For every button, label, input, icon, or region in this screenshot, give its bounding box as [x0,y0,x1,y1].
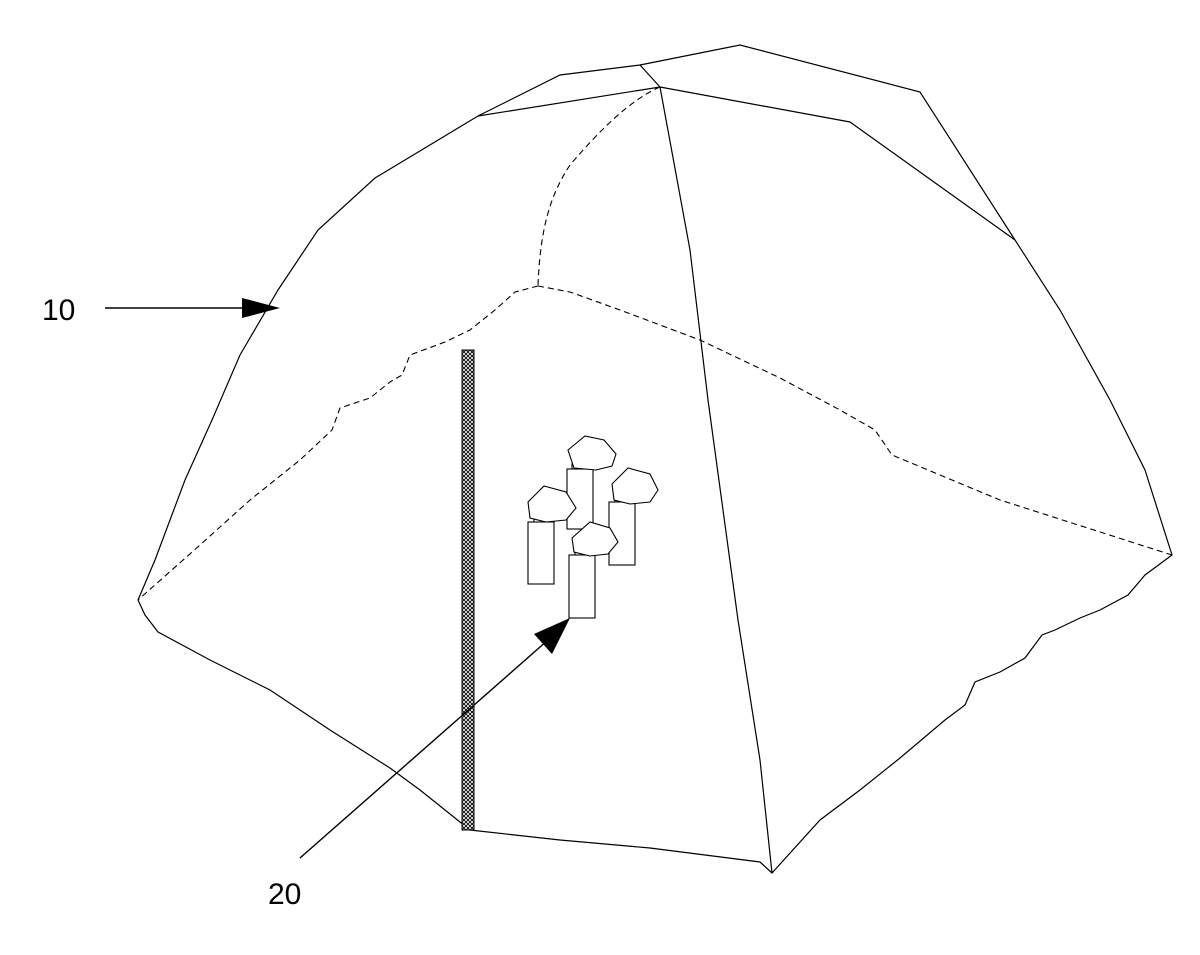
ridge-line-right [660,87,1015,240]
hidden-arch [538,87,660,286]
ridge-line-top [640,65,660,87]
zipper-strip [462,350,474,830]
device-group [528,436,658,618]
leader-line-20 [300,640,548,858]
arrowhead-10 [242,298,280,318]
device-bottom [569,522,618,618]
ridge-line-left [478,87,660,116]
device-right [609,468,658,565]
reference-label-10: 10 [42,296,75,326]
arrowhead-20 [534,618,570,654]
hidden-edge-left [138,286,538,600]
reference-label-20: 20 [268,880,301,910]
frame-pole [660,87,772,873]
tent-outline [138,45,1172,873]
